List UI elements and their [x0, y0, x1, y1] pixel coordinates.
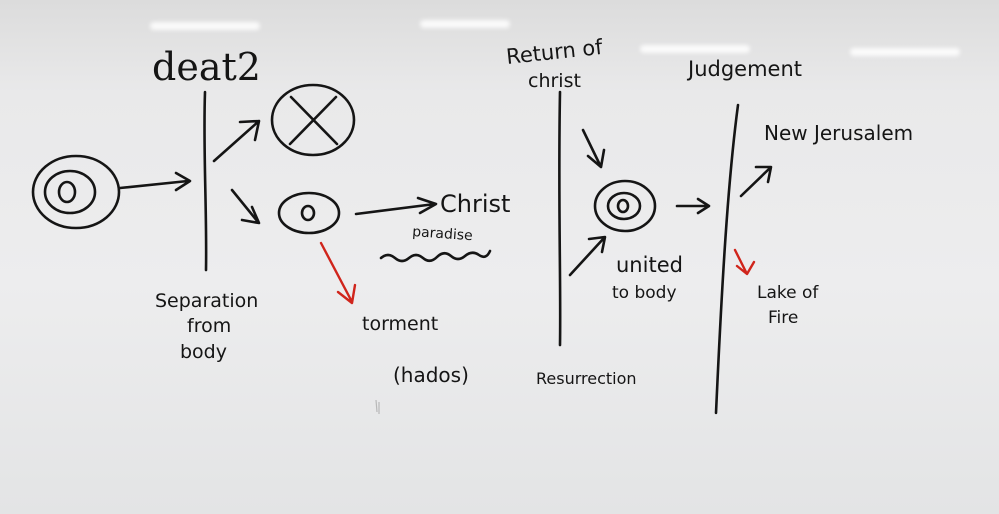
arrow-up-to-body — [212, 119, 261, 163]
arrow-up-new-jerusalem — [739, 165, 773, 198]
arrow-return-down — [581, 128, 606, 169]
lake-of-fire-label-line1: Lake of — [757, 283, 819, 303]
christ-label: Christ — [440, 190, 510, 218]
death-divider-line — [203, 90, 208, 272]
ceiling-light-reflection — [150, 22, 260, 30]
separation-label-line2: from — [187, 315, 231, 337]
ceiling-light-reflection — [420, 20, 510, 28]
return-divider-line — [557, 90, 562, 347]
united-label-line2: to body — [612, 283, 677, 303]
lake-of-fire-label-line2: Fire — [768, 308, 798, 328]
united-label-line1: united — [616, 253, 683, 277]
red-arrow-to-lake-of-fire — [733, 248, 756, 276]
arrow-down-to-soul — [230, 188, 261, 225]
arrow-to-christ — [354, 196, 438, 216]
resurrection-label: Resurrection — [536, 369, 637, 388]
separation-label-line1: Separation — [155, 290, 258, 312]
torment-label: torment — [362, 313, 438, 335]
judgement-label: Judgement — [686, 57, 802, 81]
hades-label: (hados) — [393, 363, 469, 387]
paradise-label: paradise — [412, 224, 473, 244]
eraser-smudge — [375, 399, 380, 414]
new-jerusalem-label: New Jerusalem — [764, 121, 913, 145]
arrow-to-judgement — [675, 197, 711, 215]
return-of-christ-label-line1: Return of — [505, 35, 604, 69]
person-soul-circle — [31, 154, 121, 230]
crossed-circle-body — [270, 83, 356, 157]
arrow-to-death — [118, 171, 192, 192]
soul-circle — [277, 191, 341, 235]
separation-label-line3: body — [180, 341, 227, 363]
return-of-christ-label-line2: christ — [528, 70, 581, 92]
united-soul-circle — [593, 179, 657, 233]
ceiling-light-reflection — [850, 48, 960, 56]
wavy-separator — [379, 249, 492, 263]
death-label: deat2 — [152, 45, 261, 89]
red-arrow-to-torment — [319, 241, 357, 305]
ceiling-light-reflection — [640, 45, 750, 53]
arrow-resurrection-up — [568, 235, 607, 277]
judgement-divider-line — [714, 103, 740, 415]
